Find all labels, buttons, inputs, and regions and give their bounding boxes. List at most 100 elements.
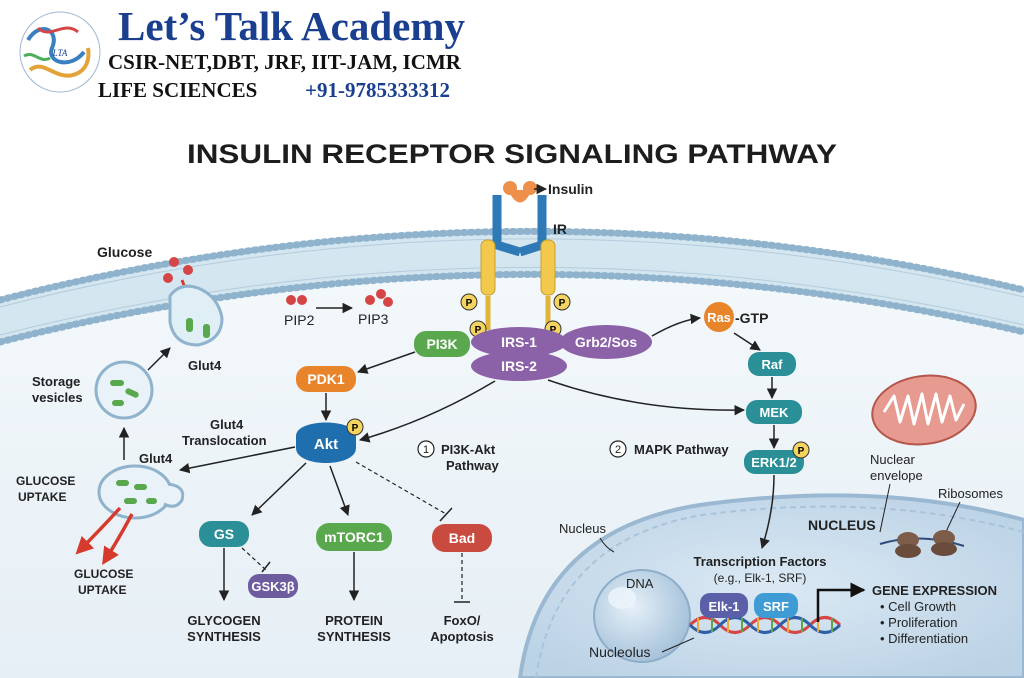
pathway2-number: 2	[615, 444, 621, 456]
grb2-sos-node	[560, 325, 652, 359]
phone-number: +91-9785333312	[305, 78, 450, 102]
pip3-molecules	[365, 289, 393, 307]
mtorc1-node	[316, 523, 392, 551]
phospho-badge: P	[346, 418, 364, 436]
uptake-lower-line1: GLUCOSE	[74, 567, 133, 581]
irs1-label: IRS-1	[501, 334, 537, 350]
nucleus-pointer-label: Nucleus	[559, 521, 606, 536]
nucleolus	[593, 569, 691, 663]
pathway1-line1: PI3K-Akt	[441, 442, 496, 457]
plasma-membrane	[0, 227, 1024, 346]
srf-node	[754, 593, 798, 618]
glucose-label: Glucose	[97, 244, 152, 260]
foxo-line1: FoxO/	[444, 613, 481, 628]
insulin-ligand	[503, 181, 537, 203]
ras-node	[704, 302, 734, 332]
glucose-molecules	[163, 257, 193, 283]
glut4-top-label: Glut4	[188, 358, 222, 373]
storage-line2: vesicles	[32, 390, 83, 405]
uptake-upper-line2: UPTAKE	[18, 490, 66, 504]
gene-expression-title: GENE EXPRESSION	[872, 583, 997, 598]
elk1-node	[700, 593, 748, 618]
ir-label: IR	[553, 221, 567, 237]
svg-text:P: P	[466, 298, 473, 309]
insulin-receptor	[480, 195, 556, 330]
glycogen-line1: GLYCOGEN	[187, 613, 260, 628]
ras-gtp-label: -GTP	[735, 310, 768, 326]
uptake-upper-line1: GLUCOSE	[16, 474, 75, 488]
svg-text:P: P	[559, 298, 566, 309]
glut4-bottom-label: Glut4	[139, 451, 173, 466]
subject-line: LIFE SCIENCES	[98, 78, 258, 102]
dna-label: DNA	[626, 576, 654, 591]
pi3k-node	[414, 331, 470, 357]
svg-text:P: P	[550, 325, 557, 336]
pathway1-line2: Pathway	[446, 458, 500, 473]
ribosomes-label: Ribosomes	[938, 486, 1004, 501]
pip2-label: PIP2	[284, 312, 315, 328]
tf-title: Transcription Factors	[694, 554, 827, 569]
logo-text: LTA	[52, 48, 68, 58]
phospho-badge: P	[460, 293, 478, 311]
gsk3b-label: GSK3β	[251, 579, 294, 594]
mitochondrion	[871, 374, 977, 446]
academy-name: Let’s Talk Academy	[118, 3, 466, 49]
diagram-title: INSULIN RECEPTOR SIGNALING PATHWAY	[187, 139, 837, 169]
elk1-label: Elk-1	[708, 599, 739, 614]
irs2-label: IRS-2	[501, 358, 537, 374]
erk-label: ERK1/2	[751, 455, 797, 470]
protein-line1: PROTEIN	[325, 613, 383, 628]
mek-label: MEK	[760, 405, 790, 420]
storage-line1: Storage	[32, 374, 80, 389]
grb2-sos-label: Grb2/Sos	[575, 334, 637, 350]
ribosomes	[879, 530, 965, 558]
phospho-badge: P	[553, 293, 571, 311]
storage-vesicle	[94, 360, 154, 420]
insulin-label: Insulin	[548, 181, 593, 197]
bad-label: Bad	[449, 530, 475, 546]
akt-label: Akt	[314, 436, 338, 453]
raf-label: Raf	[762, 357, 784, 372]
outcome-item: • Proliferation	[880, 615, 958, 630]
srf-label: SRF	[763, 599, 789, 614]
nucleolus-label: Nucleolus	[589, 644, 650, 660]
uptake-lower-line2: UPTAKE	[78, 583, 126, 597]
envelope-line1: Nuclear	[870, 452, 915, 467]
gs-node	[199, 521, 249, 547]
tf-example: (e.g., Elk-1, SRF)	[714, 571, 807, 585]
pi3k-label: PI3K	[426, 336, 457, 352]
svg-text:P: P	[798, 446, 805, 457]
erk-node	[744, 450, 804, 474]
glut4-vesicle	[97, 464, 185, 520]
nucleus-title: NUCLEUS	[808, 517, 876, 533]
protein-line2: SYNTHESIS	[317, 629, 391, 644]
translocation-line2: Translocation	[182, 433, 267, 448]
mek-node	[746, 400, 802, 424]
irs1-node	[471, 327, 567, 357]
exams-line: CSIR-NET,DBT, JRF, IIT-JAM, ICMR	[108, 50, 461, 74]
pip2-molecules	[286, 295, 307, 305]
outcome-item: • Differentiation	[880, 631, 968, 646]
pathway2-label: MAPK Pathway	[634, 442, 729, 457]
svg-text:P: P	[475, 325, 482, 336]
mtorc1-label: mTORC1	[324, 529, 384, 545]
outcome-item: • Cell Growth	[880, 599, 956, 614]
foxo-line2: Apoptosis	[430, 629, 494, 644]
pdk1-node	[296, 366, 356, 392]
irs2-node	[471, 351, 567, 381]
gsk3b-node	[248, 574, 298, 598]
svg-text:P: P	[352, 423, 359, 434]
pip3-label: PIP3	[358, 311, 389, 327]
gs-label: GS	[214, 526, 234, 542]
glut4-fused-vesicle	[168, 284, 224, 347]
translocation-line1: Glut4	[210, 417, 244, 432]
glycogen-line2: SYNTHESIS	[187, 629, 261, 644]
academy-logo: LTA	[19, 11, 101, 93]
envelope-line2: envelope	[870, 468, 923, 483]
pdk1-label: PDK1	[307, 371, 345, 387]
ras-label: Ras	[707, 310, 731, 325]
bad-node	[432, 524, 492, 552]
pathway1-number: 1	[423, 444, 429, 456]
raf-node	[748, 352, 796, 376]
